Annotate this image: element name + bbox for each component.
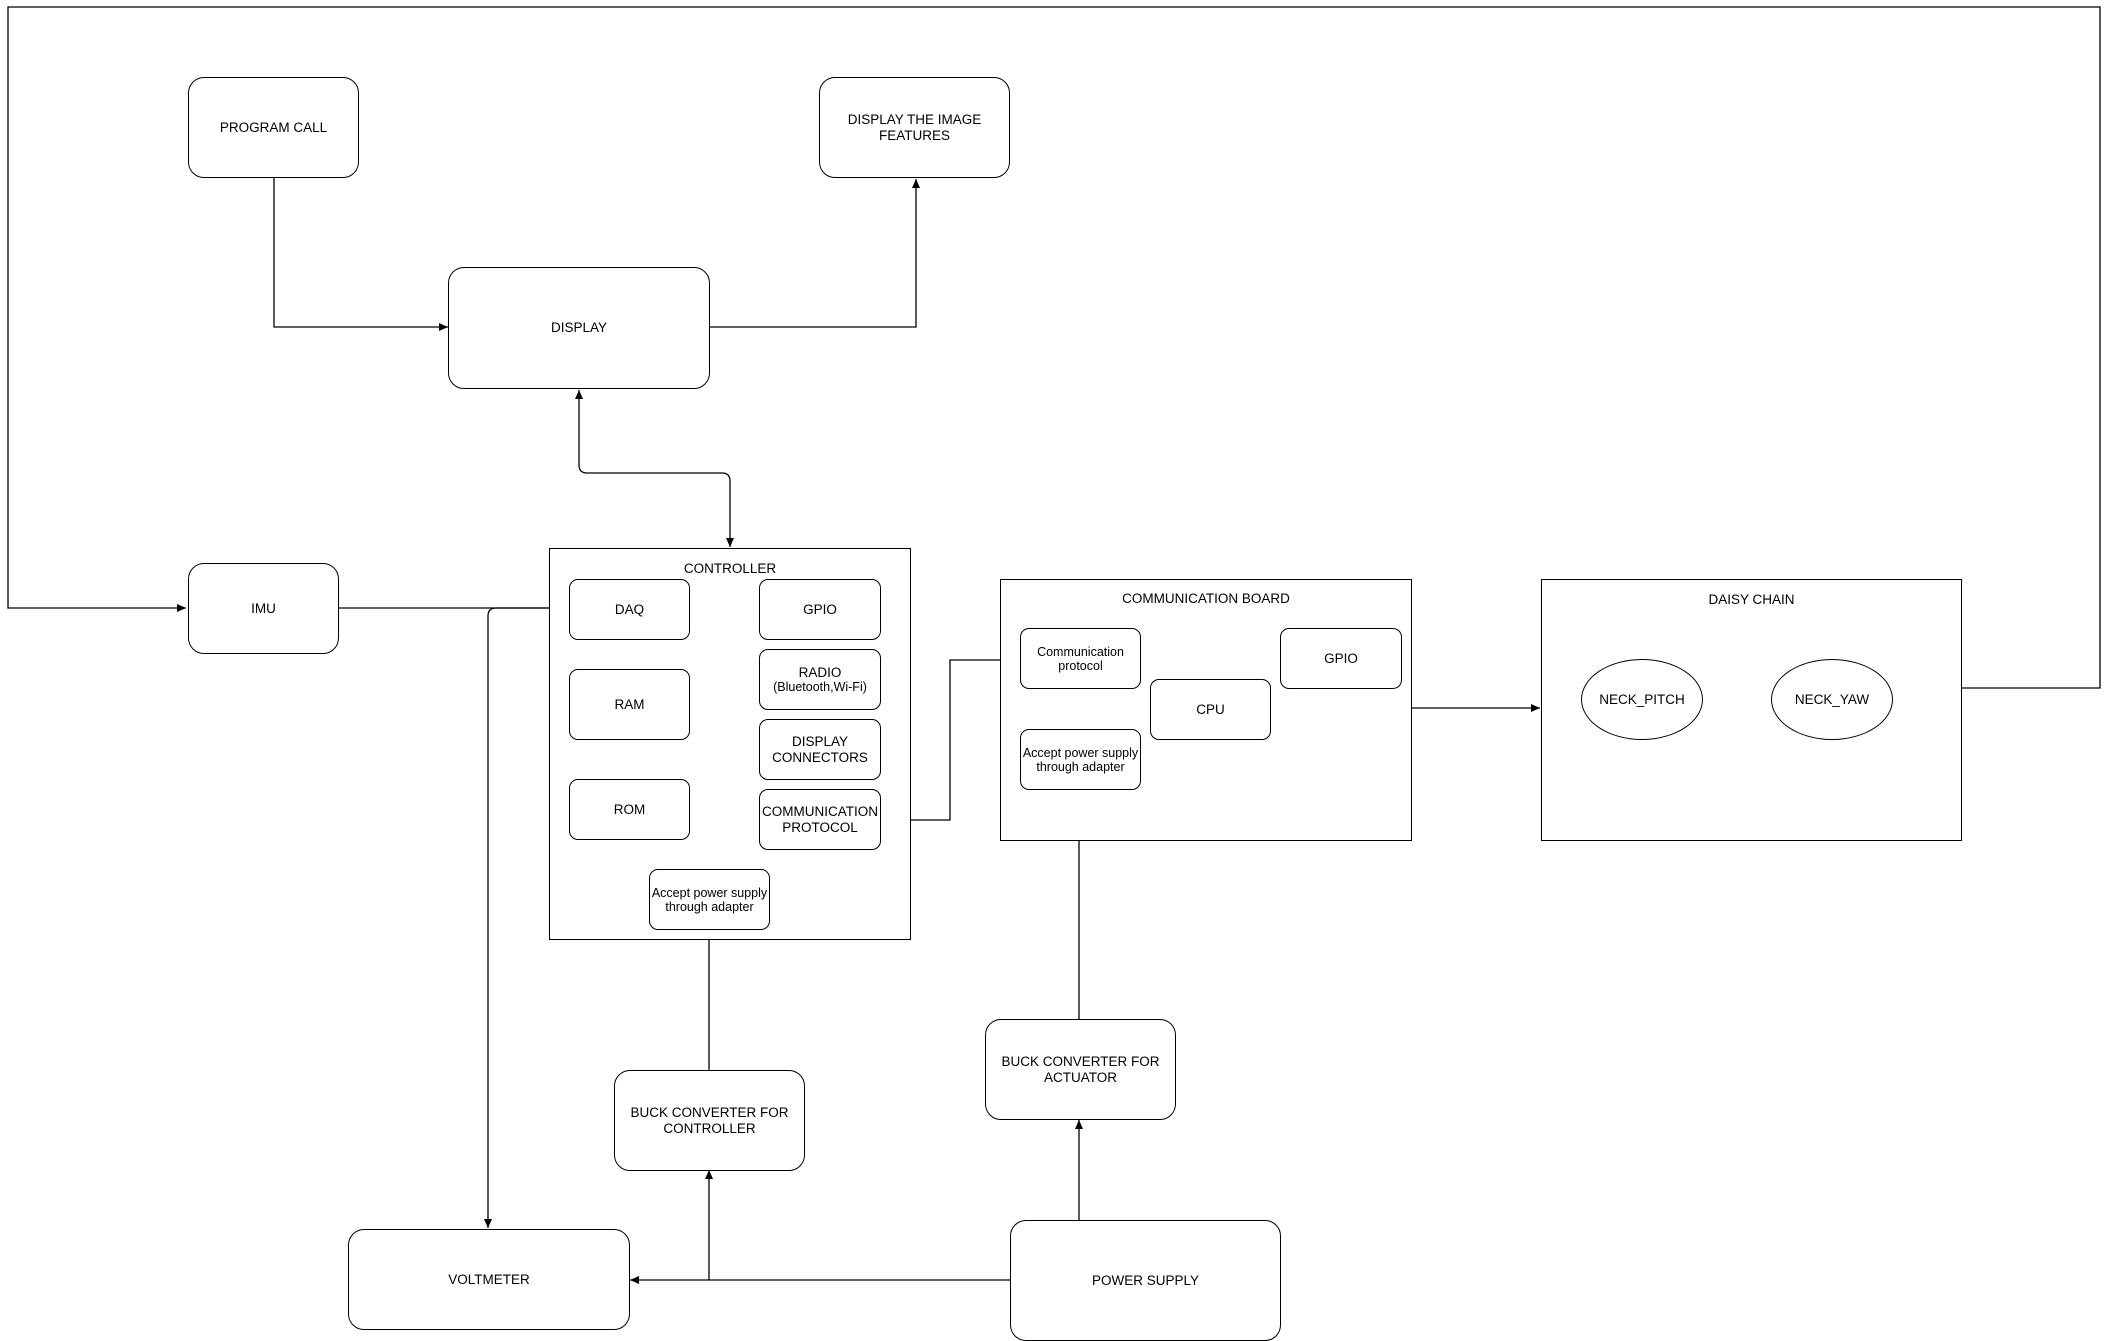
voltmeter-label: VOLTMETER: [448, 1271, 530, 1287]
display-connectors-label: DISPLAY CONNECTORS: [772, 734, 868, 765]
communication-protocol-controller-label: COMMUNICATION PROTOCOL: [762, 804, 878, 835]
radio-node: RADIO(Bluetooth,Wi-Fi): [759, 649, 881, 710]
buck-converter-controller-label: BUCK CONVERTER FOR CONTROLLER: [630, 1105, 789, 1136]
neck-yaw-node: NECK_YAW: [1771, 659, 1893, 740]
buck-converter-controller-node: BUCK CONVERTER FOR CONTROLLER: [614, 1070, 805, 1171]
neck-pitch-label: NECK_PITCH: [1599, 691, 1685, 707]
power-adapter-board-label: Accept power supply through adapter: [1022, 745, 1139, 774]
daq-node: DAQ: [569, 579, 690, 640]
gpio-board-label: GPIO: [1324, 650, 1358, 666]
cpu-label: CPU: [1196, 701, 1225, 717]
edge-programcall-display: [273, 178, 448, 331]
communication-protocol-board-label: Communication protocol: [1037, 644, 1124, 673]
display-node: DISPLAY: [448, 267, 710, 389]
gpio-board-node: GPIO: [1280, 628, 1402, 689]
buck-converter-actuator-node: BUCK CONVERTER FOR ACTUATOR: [985, 1019, 1176, 1120]
power-supply-label: POWER SUPPLY: [1091, 1272, 1200, 1288]
power-adapter-controller-label: Accept power supply through adapter: [651, 885, 768, 914]
voltmeter-node: VOLTMETER: [348, 1229, 630, 1330]
gpio-controller-label: GPIO: [803, 601, 837, 617]
rom-label: ROM: [613, 801, 646, 817]
power-adapter-controller-node: Accept power supply through adapter: [649, 869, 770, 930]
gpio-controller-node: GPIO: [759, 579, 881, 640]
edge-voltmeter-daq: [484, 604, 568, 1228]
radio-label: RADIO: [798, 664, 842, 680]
communication-board-label: COMMUNICATION BOARD: [1122, 591, 1290, 606]
radio-sub-label: (Bluetooth,Wi-Fi): [773, 680, 867, 695]
daisy-chain-label: DAISY CHAIN: [1708, 592, 1795, 607]
display-label: DISPLAY: [550, 320, 608, 336]
display-connectors-node: DISPLAY CONNECTORS: [759, 719, 881, 780]
ram-label: RAM: [614, 696, 645, 712]
power-adapter-board-node: Accept power supply through adapter: [1020, 729, 1141, 790]
display-image-features-label: DISPLAY THE IMAGE FEATURES: [847, 112, 982, 143]
daq-label: DAQ: [614, 601, 645, 617]
power-supply-node: POWER SUPPLY: [1010, 1220, 1281, 1341]
controller-label: CONTROLLER: [683, 561, 777, 576]
edge-display-controller: [575, 390, 734, 547]
neck-pitch-node: NECK_PITCH: [1581, 659, 1703, 740]
display-image-features-node: DISPLAY THE IMAGE FEATURES: [819, 77, 1010, 178]
buck-converter-actuator-label: BUCK CONVERTER FOR ACTUATOR: [1001, 1054, 1160, 1085]
neck-yaw-label: NECK_YAW: [1794, 691, 1870, 707]
communication-protocol-board-node: Communication protocol: [1020, 628, 1141, 689]
imu-node: IMU: [188, 563, 339, 654]
edge-daisychain-imu-feedback: [7, 6, 2101, 689]
cpu-node: CPU: [1150, 679, 1271, 740]
program-call-node: PROGRAM CALL: [188, 77, 359, 178]
communication-protocol-controller-node: COMMUNICATION PROTOCOL: [759, 789, 881, 850]
edge-display-imagefeatures: [709, 179, 920, 328]
rom-node: ROM: [569, 779, 690, 840]
edge-protocol-commboard: [880, 659, 1000, 821]
imu-label: IMU: [251, 600, 276, 616]
ram-node: RAM: [569, 669, 690, 740]
program-call-label: PROGRAM CALL: [219, 119, 328, 135]
